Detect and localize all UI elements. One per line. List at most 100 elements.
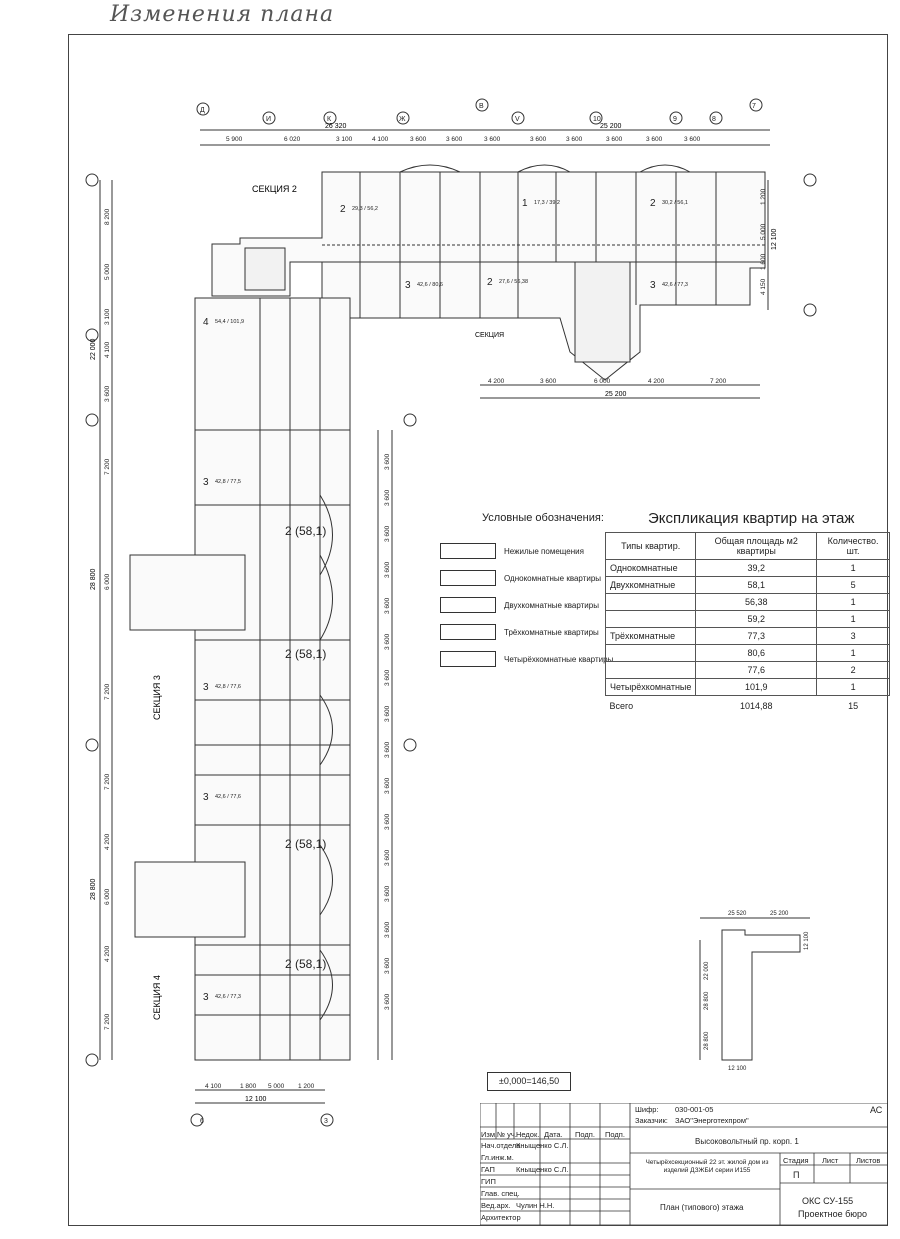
- apartment-area: 77,3: [695, 627, 818, 645]
- apartment-area: 29,3 / 56,2: [352, 206, 378, 212]
- keyplan-dim: 28 800: [704, 991, 710, 1010]
- apartment-rooms: 3: [203, 477, 209, 488]
- dim-bottom-right-2: 6 000: [594, 378, 611, 385]
- staff-name: Кныщенко С.Л.: [516, 1165, 569, 1174]
- legend-item: Двухкомнатные квартиры: [440, 597, 599, 613]
- handwritten-mark: 2 (58,1): [285, 647, 326, 661]
- dim-bottom-left-1: 1 800: [240, 1083, 257, 1090]
- apartment-count: 2: [816, 661, 890, 679]
- project-description: Четырёхсекционный 22 эт. жилой дом из из…: [645, 1159, 769, 1174]
- dim-right-col-13: 3 600: [384, 921, 391, 938]
- dim-right-top-2: 1 600: [760, 253, 767, 270]
- dim-total-left: 26 320: [325, 123, 347, 130]
- apartment-rooms: 3: [203, 792, 209, 803]
- axis-label: И: [266, 116, 271, 123]
- dim-left-upper-4: 3 600: [104, 385, 111, 402]
- dim-bottom-right-3: 4 200: [648, 378, 665, 385]
- dim-bottom-left-3: 1 200: [298, 1083, 315, 1090]
- tb-h-2: Недок.: [516, 1130, 540, 1139]
- stage-label: Стадия: [783, 1156, 809, 1165]
- dim-top-4: 3 600: [410, 136, 427, 143]
- axis-label: В: [479, 103, 484, 110]
- total-label: Всего: [609, 701, 634, 711]
- apartment-type: [604, 610, 697, 628]
- apartment-area: 42,6 / 77,3: [215, 994, 241, 1000]
- dim-top-2: 3 100: [336, 136, 353, 143]
- apartment-rooms: 3: [203, 682, 209, 693]
- section-2-label: СЕКЦИЯ 2: [252, 184, 297, 194]
- dim-right-col-6: 3 600: [384, 669, 391, 686]
- header-type: Типы квартир.: [604, 532, 697, 560]
- header-area: Общая площадь м2 квартиры: [695, 532, 818, 560]
- staff-name: Чулин Н.Н.: [516, 1201, 555, 1210]
- dim-top-1: 6 020: [284, 136, 301, 143]
- sheet-title: План (типового) этажа: [660, 1203, 744, 1212]
- apartment-area: 56,38: [695, 593, 818, 611]
- dim-right-col-15: 3 600: [384, 993, 391, 1010]
- section-4-label: СЕКЦИЯ 4: [152, 975, 162, 1020]
- legend-label: Однокомнатные квартиры: [504, 573, 602, 583]
- axis-label: V: [515, 116, 520, 123]
- legend-label: Нежилые помещения: [504, 546, 584, 556]
- apartment-area: 39,2: [695, 559, 818, 577]
- dim-left-lower-4: 7 200: [104, 1013, 111, 1030]
- keyplan-dim: 22 000: [704, 961, 710, 980]
- sheet-label: Лист: [822, 1156, 839, 1165]
- legend-item: Четырёхкомнатные квартиры: [440, 651, 613, 667]
- sheets-label: Листов: [856, 1156, 881, 1165]
- staff-role: Глав. спец.: [481, 1189, 520, 1198]
- apartment-type: [604, 644, 697, 662]
- axis-label: 7: [752, 103, 756, 110]
- legend-label: Четырёхкомнатные квартиры: [504, 654, 614, 664]
- apartment-type: [604, 661, 697, 679]
- keyplan-dim: 25 520: [728, 911, 747, 917]
- dim-left-lower-2: 6 000: [104, 888, 111, 905]
- dim-top-3: 4 100: [372, 136, 389, 143]
- apartment-area: 58,1: [695, 576, 818, 594]
- dim-right-col-9: 3 600: [384, 777, 391, 794]
- dim-right-col-7: 3 600: [384, 705, 391, 722]
- explication-title: Экспликация квартир на этаж: [648, 510, 855, 527]
- apartment-area: 77,6: [695, 661, 818, 679]
- dim-bottom-left-2: 5 000: [268, 1083, 285, 1090]
- dim-left-lower-0: 7 200: [104, 773, 111, 790]
- tb-h-3: Дата.: [544, 1130, 563, 1139]
- dim-bottom-total: 25 200: [605, 391, 627, 398]
- tb-h-4: Подп.: [575, 1130, 595, 1139]
- dim-left-middle-0: 7 200: [104, 458, 111, 475]
- legend-item: Трёхкомнатные квартиры: [440, 624, 599, 640]
- org-name: ОКС СУ-155: [802, 1196, 854, 1206]
- apartment-count: 3: [816, 627, 890, 645]
- axis-label: 8: [712, 116, 716, 123]
- dim-right-col-2: 3 600: [384, 525, 391, 542]
- apartment-area: 101,9: [695, 678, 818, 696]
- total-area: 1014,88: [739, 701, 773, 711]
- keyplan-dim: 28 800: [704, 1031, 710, 1050]
- dim-right-col-5: 3 600: [384, 633, 391, 650]
- header-count: Количество. шт.: [816, 532, 890, 560]
- apartment-rooms: 2: [340, 204, 346, 215]
- staff-role: Вед.арх.: [481, 1201, 511, 1210]
- legend-swatch: [440, 651, 496, 667]
- apartment-rooms: 1: [522, 198, 528, 209]
- axis-label: К: [327, 116, 332, 123]
- dim-top-5: 3 600: [446, 136, 463, 143]
- client: ЗАО"Энерготехпром": [675, 1116, 749, 1125]
- dim-right-col-14: 3 600: [384, 957, 391, 974]
- apartment-area: 80,6: [695, 644, 818, 662]
- staff-name: Кныщенко С.Л.: [516, 1141, 569, 1150]
- staff-role: ГАП: [481, 1165, 495, 1174]
- dim-right-top-1: 5 000: [760, 223, 767, 240]
- dim-bottom-right-4: 7 200: [710, 378, 727, 385]
- apartment-type: Четырёхкомнатные: [604, 678, 697, 696]
- handwritten-mark: 2 (58,1): [285, 957, 326, 971]
- apartment-area: 42,8 / 77,5: [215, 479, 241, 485]
- legend-label: Двухкомнатные квартиры: [504, 600, 599, 610]
- dim-left-upper-3: 4 100: [104, 341, 111, 358]
- apartment-rooms: 2: [650, 198, 656, 209]
- apartment-rooms: 3: [650, 280, 656, 291]
